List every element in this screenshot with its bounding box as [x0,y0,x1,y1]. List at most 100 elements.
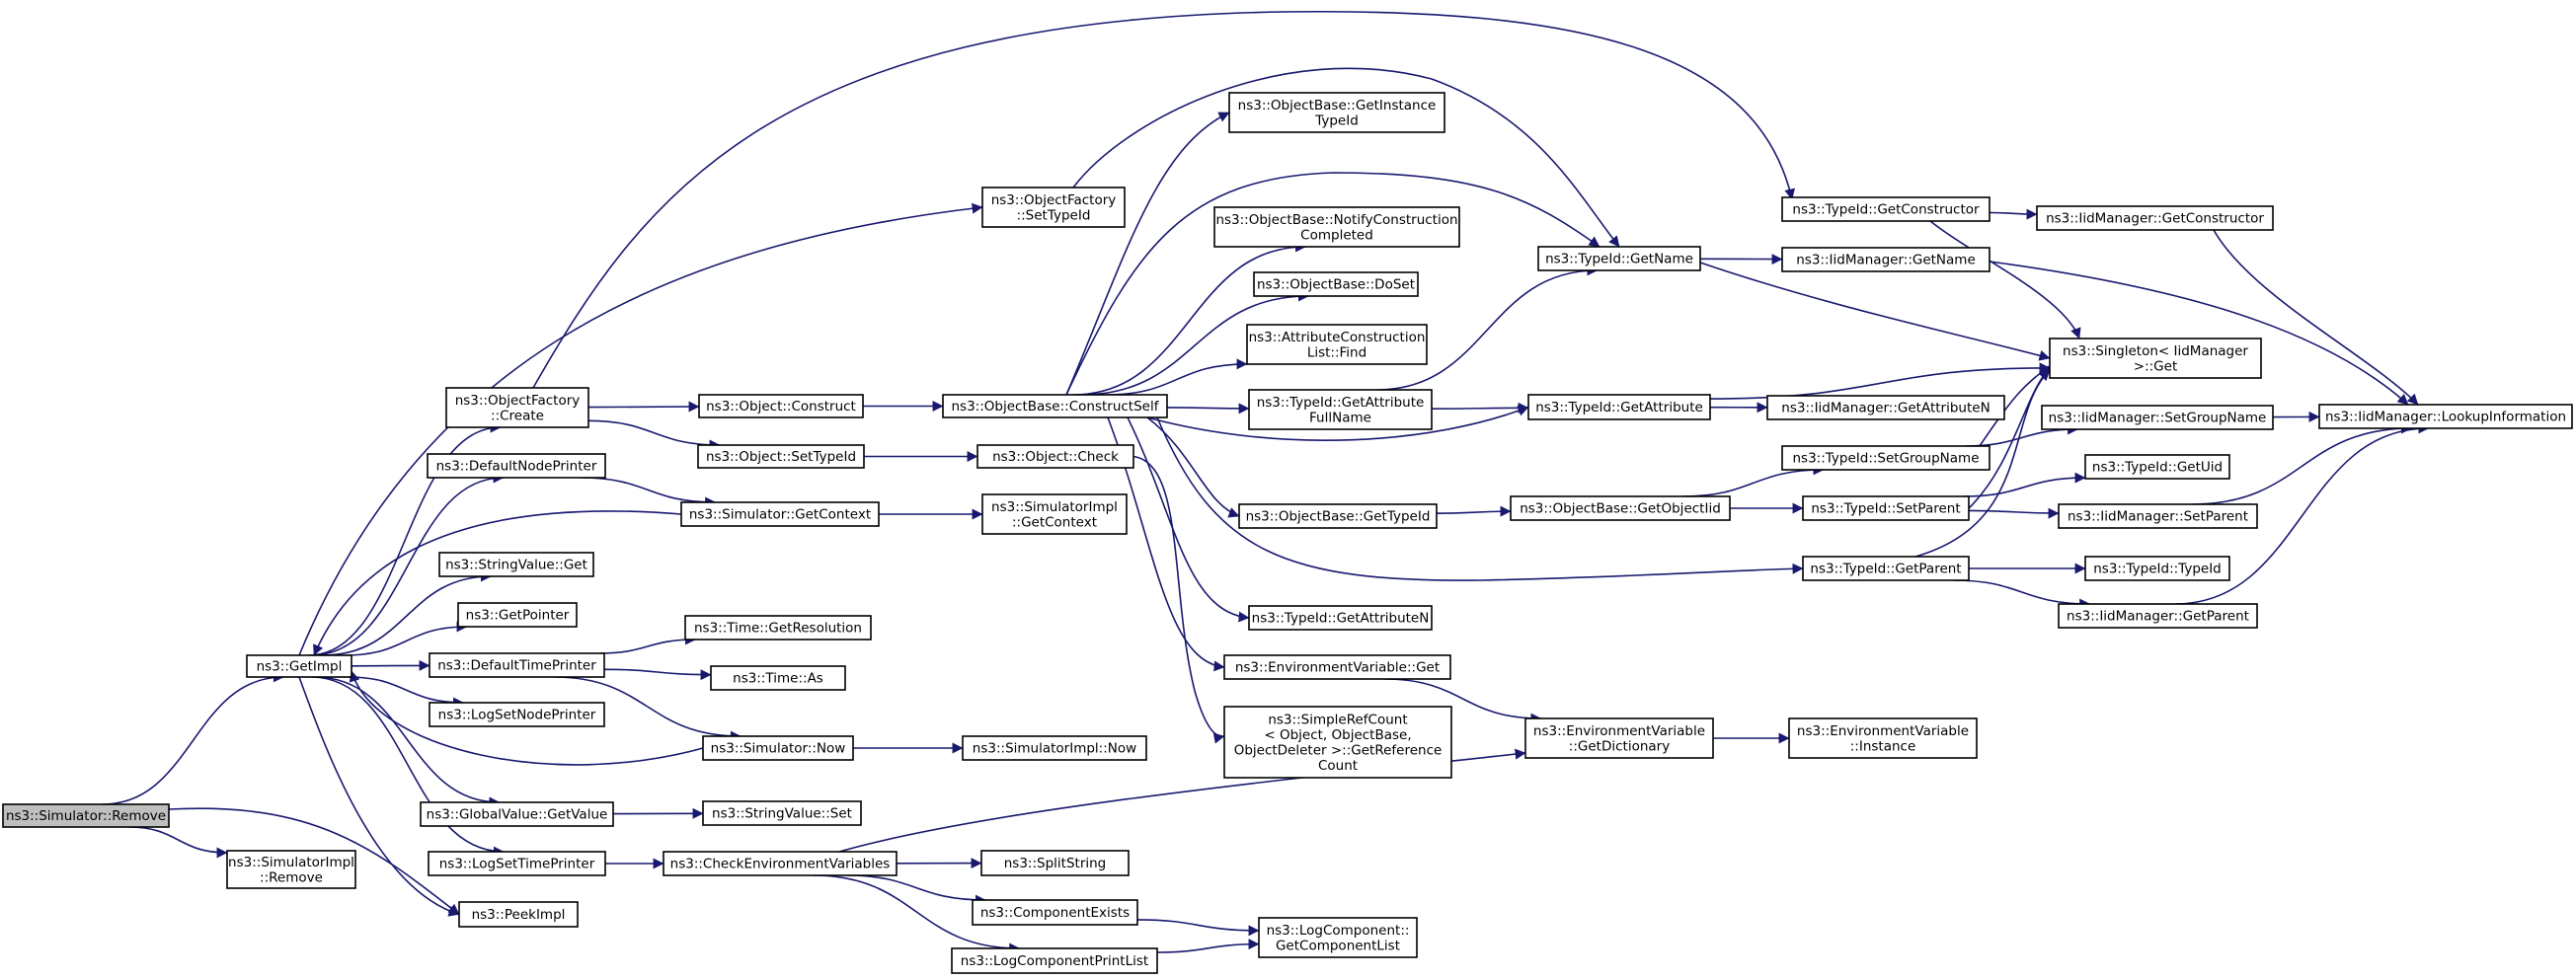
node-implgetcontext[interactable]: ns3::SimulatorImpl::GetContext [981,493,1128,535]
node-logsettimeprinter[interactable]: ns3::LogSetTimePrinter [428,851,606,876]
edge-envget-to-envgetdict [1384,678,1542,724]
node-logsetnodeprinter[interactable]: ns3::LogSetNodePrinter [429,702,605,727]
node-logcompgetlist[interactable]: ns3::LogComponent::GetComponentList [1258,917,1418,958]
node-box [1781,247,1991,272]
node-label: ns3::ComponentExists [980,905,1130,921]
node-obdoset[interactable]: ns3::ObjectBase::DoSet [1253,271,1419,297]
node-obgetobjectiid[interactable]: ns3::ObjectBase::GetObjectIid [1510,495,1731,521]
node-obnotify[interactable]: ns3::ObjectBase::NotifyConstructionCompl… [1213,206,1460,248]
node-tidsetparent[interactable]: ns3::TypeId::SetParent [1802,495,1970,521]
node-obconstructself[interactable]: ns3::ObjectBase::ConstructSelf [942,394,1168,418]
node-label: ::Remove [260,869,323,885]
node-peekimpl[interactable]: ns3::PeekImpl [458,901,579,928]
node-tidgetparent[interactable]: ns3::TypeId::GetParent [1802,556,1970,581]
node-label: ns3::Time::As [733,671,823,687]
node-getpointer[interactable]: ns3::GetPointer [457,602,578,628]
node-envget[interactable]: ns3::EnvironmentVariable::Get [1223,654,1451,680]
edge-checkenv-to-compexists [846,874,986,906]
node-simplerefcount[interactable]: ns3::SimpleRefCount< Object, ObjectBase,… [1223,706,1452,779]
node-label: ::Create [491,408,544,423]
node-tidgetattrn[interactable]: ns3::TypeId::GetAttributeN [1248,605,1433,631]
edge-tidgetattr-to-singletonget [1709,362,2051,400]
node-obgettypeid[interactable]: ns3::ObjectBase::GetTypeId [1238,503,1438,529]
edge-path [1146,406,1529,441]
edge-tidgetparent-to-singletonget [1914,369,2051,558]
node-compexists[interactable]: ns3::ComponentExists [972,899,1138,926]
node-label: ns3::TypeId::GetName [1545,252,1693,267]
node-objsettypeid[interactable]: ns3::Object::SetTypeId [697,444,865,469]
node-label: ns3::TypeId::GetAttribute [1535,400,1703,415]
node-checkenv[interactable]: ns3::CheckEnvironmentVariables [663,851,898,876]
node-ofsettypeid[interactable]: ns3::ObjectFactory::SetTypeId [981,187,1126,228]
node-strvalget[interactable]: ns3::StringValue::Get [438,552,594,577]
edge-path [1968,367,2051,509]
edge-simnow-to-getimpl [349,670,704,766]
node-remove[interactable]: ns3::Simulator::Remove [2,803,170,828]
node-timegetres[interactable]: ns3::Time::GetResolution [684,615,872,641]
edge-path [1929,220,2081,339]
edge-ofcreate-to-tidgetconstructor [532,10,1796,389]
node-logcompprintlist[interactable]: ns3::LogComponentPrintList [951,947,1158,974]
node-iidgetattrn[interactable]: ns3::IidManager::GetAttributeN [1766,395,2005,420]
edge-getimpl-to-ofsettypeid [298,202,983,656]
node-objconstruct[interactable]: ns3::Object::Construct [698,394,864,418]
node-tidgetuid[interactable]: ns3::TypeId::GetUid [2084,454,2230,480]
node-iidgetconstructor[interactable]: ns3::IidManager::GetConstructor [2036,205,2274,231]
node-getimpl[interactable]: ns3::GetImpl [246,654,352,678]
node-defnodeprinter[interactable]: ns3::DefaultNodePrinter [427,453,606,479]
node-timeas[interactable]: ns3::Time::As [710,665,846,691]
node-simgetcontext[interactable]: ns3::Simulator::GetContext [680,501,880,527]
node-implremove[interactable]: ns3::SimulatorImpl::Remove [226,850,356,889]
node-box [427,453,606,479]
node-label: >::Get [2134,358,2177,374]
node-iidsetgroupname[interactable]: ns3::IidManager::SetGroupName [2041,405,2274,430]
node-box [429,652,605,678]
edge-remove-to-getimpl [102,671,284,805]
node-envinstance[interactable]: ns3::EnvironmentVariable::Instance [1788,717,1978,759]
node-gvgetvalue[interactable]: ns3::GlobalValue::GetValue [420,801,614,827]
node-strvalset[interactable]: ns3::StringValue::Set [702,800,862,826]
node-box [680,501,880,527]
node-simnow[interactable]: ns3::Simulator::Now [702,735,854,761]
edge-simgetcontext-to-getimpl [313,510,682,656]
edge-iidgetname-to-iidlookup [1989,261,2409,406]
node-objcheck[interactable]: ns3::Object::Check [976,444,1134,469]
edge-path [1989,261,2409,406]
node-iidlookup[interactable]: ns3::IidManager::LookupInformation [2318,404,2573,429]
node-box [246,654,352,678]
node-implnow[interactable]: ns3::SimulatorImpl::Now [962,735,1147,761]
node-tidgetname[interactable]: ns3::TypeId::GetName [1537,246,1701,271]
edge-tidsetparent-to-tidgetuid [1963,472,2086,497]
node-label: ns3::ObjectBase::DoSet [1257,277,1415,293]
node-box [972,899,1138,926]
edge-obconstructself-to-obgettypeid [1146,416,1240,518]
edge-path [1072,67,1620,248]
node-label: ns3::Simulator::Remove [6,808,166,824]
node-iidgetparent[interactable]: ns3::IidManager::GetParent [2058,603,2258,629]
edge-obconstructself-to-tidgetname [1065,172,1600,396]
node-singletonget[interactable]: ns3::Singleton< IidManager >::Get [2049,338,2262,379]
edge-path [102,671,284,805]
node-ofcreate[interactable]: ns3::ObjectFactory::Create [445,387,589,428]
node-iidsetparent[interactable]: ns3::IidManager::SetParent [2058,503,2258,529]
node-box [429,702,605,727]
node-box [2084,454,2230,480]
edge-iidgetconstructor-to-iidlookup [2213,229,2419,406]
node-iidgetname[interactable]: ns3::IidManager::GetName [1781,247,1991,272]
edge-path [349,670,704,766]
node-tidgetattr[interactable]: ns3::TypeId::GetAttribute [1527,394,1711,420]
edge-path [311,676,505,858]
node-tidgetconstructor[interactable]: ns3::TypeId::GetConstructor [1781,196,1991,222]
node-splitstring[interactable]: ns3::SplitString [980,850,1130,876]
node-envgetdict[interactable]: ns3::EnvironmentVariable::GetDictionary [1524,717,1714,759]
node-deftimeprinter[interactable]: ns3::DefaultTimePrinter [429,652,605,678]
node-label: ns3::TypeId::GetUid [2092,460,2223,476]
edge-path [1136,919,1260,937]
node-tidtypeid[interactable]: ns3::TypeId::TypeId [2084,556,2230,581]
node-label: ::Instance [1850,738,1916,754]
node-label: ns3::Singleton< IidManager [2063,343,2248,359]
node-tidsetgroupname[interactable]: ns3::TypeId::SetGroupName [1781,445,1991,471]
